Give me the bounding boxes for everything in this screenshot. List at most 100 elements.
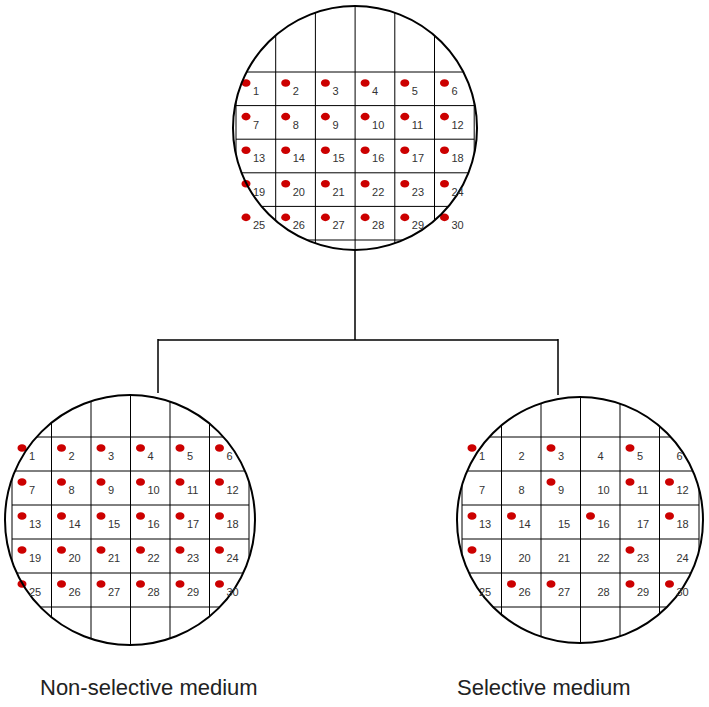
colony [400,214,409,222]
colony-number: 24 [227,553,239,564]
colony-number: 27 [332,220,344,231]
colony-number: 9 [108,485,114,496]
colony-number: 26 [519,587,531,598]
colony-number: 17 [412,153,424,164]
petri-dish: Non-selective medium [5,395,255,645]
grid-line [699,0,700,707]
colony-number: 16 [372,153,384,164]
colony [57,546,66,554]
colony-number: 20 [519,553,531,564]
colony [321,113,330,121]
colony [507,512,516,520]
grid-line [236,206,474,207]
colony [361,146,370,154]
colony [97,512,106,520]
colony-number: 25 [479,587,491,598]
grid-line [51,0,52,707]
colony [547,478,556,486]
colony [321,180,330,188]
grid-line [209,0,210,707]
colony [215,444,224,452]
colony [18,478,27,486]
colony [136,512,145,520]
colony-number: 16 [148,519,160,530]
colony [57,478,66,486]
colony [626,444,635,452]
grid-line [170,0,171,707]
grid-line [580,0,581,707]
colony [215,478,224,486]
colony-number: 5 [187,451,193,462]
colony [281,79,290,87]
colony-number: 14 [293,153,305,164]
colony [665,512,674,520]
colony-number: 2 [519,451,525,462]
colony-number: 6 [452,86,458,97]
grid-line [12,505,249,506]
colony-number: 8 [293,120,299,131]
colony [400,146,409,154]
colony-number: 22 [598,553,610,564]
colony-number: 5 [637,451,643,462]
grid-line [130,0,131,707]
colony [281,146,290,154]
colony-number: 13 [29,519,41,530]
colony-number: 3 [108,451,114,462]
colony [57,580,66,588]
colony-number: 26 [293,220,305,231]
colony-number: 29 [187,587,199,598]
colony [547,444,556,452]
colony [440,79,449,87]
colony [468,512,477,520]
grid-line [236,172,474,173]
colony-number: 7 [253,120,259,131]
colony-number: 8 [519,485,525,496]
colony-number: 2 [293,86,299,97]
colony-number: 4 [372,86,378,97]
colony [400,79,409,87]
colony-number: 11 [187,485,198,496]
colony-number: 10 [148,485,160,496]
colony-number: 9 [332,120,338,131]
colony [18,546,27,554]
grid-line [236,105,474,106]
colony-number: 21 [108,553,120,564]
colony-number: 13 [253,153,265,164]
colony-number: 11 [637,485,648,496]
grid-line [236,240,474,241]
colony [361,113,370,121]
colony [361,79,370,87]
grid-line [462,539,699,540]
colony-number: 9 [558,485,564,496]
colony-number: 3 [332,86,338,97]
grid-line [620,0,621,707]
colony-number: 12 [677,485,689,496]
grid [236,0,474,707]
colony-number: 21 [332,187,344,198]
colony-number: 15 [558,519,570,530]
colony [468,444,477,452]
colony-number: 29 [637,587,649,598]
colony-number: 1 [29,451,35,462]
colony [281,113,290,121]
colony-number: 23 [187,553,199,564]
colony-number: 1 [253,86,259,97]
grid-line [501,0,502,707]
grid-line [12,573,249,574]
colony [57,444,66,452]
colony [97,580,106,588]
petri-dish [457,397,703,643]
colony-number: 11 [412,120,423,131]
colony [18,512,27,520]
colony [176,512,185,520]
grid-line [91,0,92,707]
colony-number: 3 [558,451,564,462]
colony-number: 23 [637,553,649,564]
colony-number: 24 [677,553,689,564]
grid-line [12,539,249,540]
grid-line [236,139,474,140]
colony-number: 27 [558,587,570,598]
colony-number: 13 [479,519,491,530]
colony-number: 15 [332,153,344,164]
